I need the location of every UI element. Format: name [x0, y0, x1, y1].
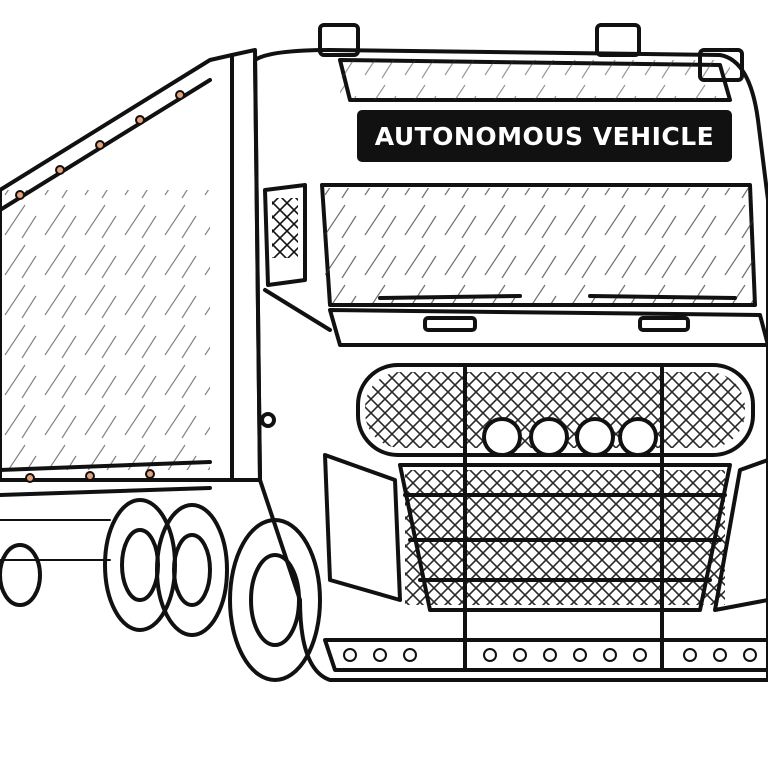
- wheels: [0, 498, 322, 682]
- roof-light-icon: [318, 23, 360, 57]
- trailer: [0, 53, 234, 561]
- door-handle: [260, 412, 276, 428]
- bumper: [323, 638, 768, 672]
- bull-bar: [463, 366, 664, 672]
- roof-light-icon: [595, 23, 641, 57]
- left-headlight: [323, 453, 402, 602]
- trailer-marker-lights: [15, 90, 185, 483]
- autonomous-vehicle-sign: AUTONOMOUS VEHICLE: [357, 110, 732, 162]
- right-headlight: [713, 458, 768, 612]
- roof-light-icon: [698, 48, 744, 82]
- wipers: [378, 294, 737, 300]
- fog-lights: [482, 417, 658, 457]
- side-mirror: [263, 183, 307, 287]
- sign-text: AUTONOMOUS VEHICLE: [374, 121, 715, 151]
- cab: [230, 23, 768, 682]
